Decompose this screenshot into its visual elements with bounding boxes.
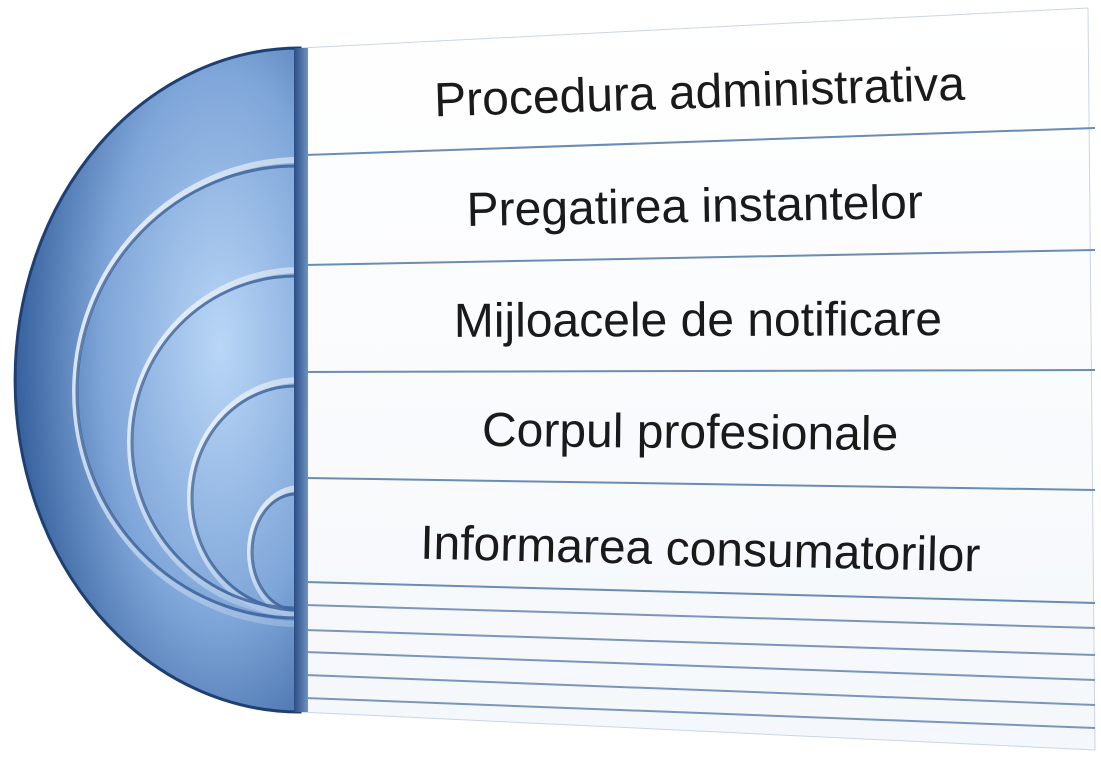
label-panel: Procedura administrativa Pregatirea inst… bbox=[299, 7, 1096, 751]
empty-stripes bbox=[304, 604, 1096, 729]
semicircle-graphic bbox=[13, 46, 308, 714]
row-label-informarea-consumatorilor: Informarea consumatorilor bbox=[420, 517, 981, 583]
row-label-corpul-profesionale: Corpul profesionale bbox=[482, 404, 899, 461]
row-dividers bbox=[304, 127, 1096, 604]
concentric-rings bbox=[72, 157, 301, 627]
row-label-pregatirea-instantelor: Pregatirea instantelor bbox=[466, 176, 923, 237]
divider-edge bbox=[294, 48, 308, 712]
row-label-mijloacele-de-notificare: Mijloacele de notificare bbox=[454, 293, 942, 348]
